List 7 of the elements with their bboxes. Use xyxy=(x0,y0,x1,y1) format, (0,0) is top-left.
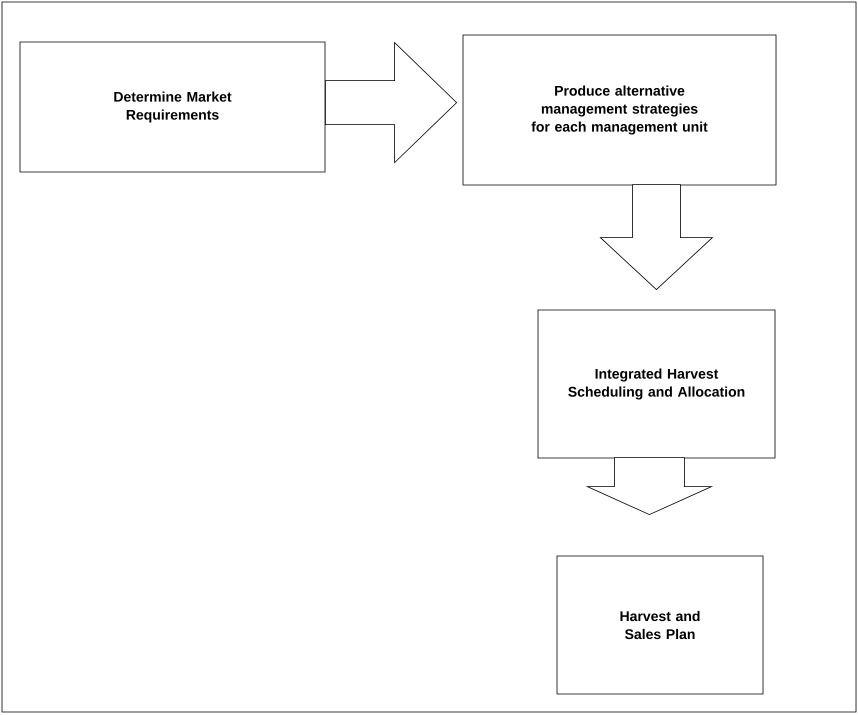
process-box: Determine Market Requirements xyxy=(20,42,326,172)
block-arrow xyxy=(586,457,714,516)
process-box: Harvest and Sales Plan xyxy=(556,556,764,694)
block-arrow xyxy=(325,42,458,164)
block-arrow xyxy=(599,184,714,290)
process-box: Integrated Harvest Scheduling and Allocation xyxy=(538,310,776,458)
process-box: Produce alternative management strategies for each management unit xyxy=(462,34,776,186)
